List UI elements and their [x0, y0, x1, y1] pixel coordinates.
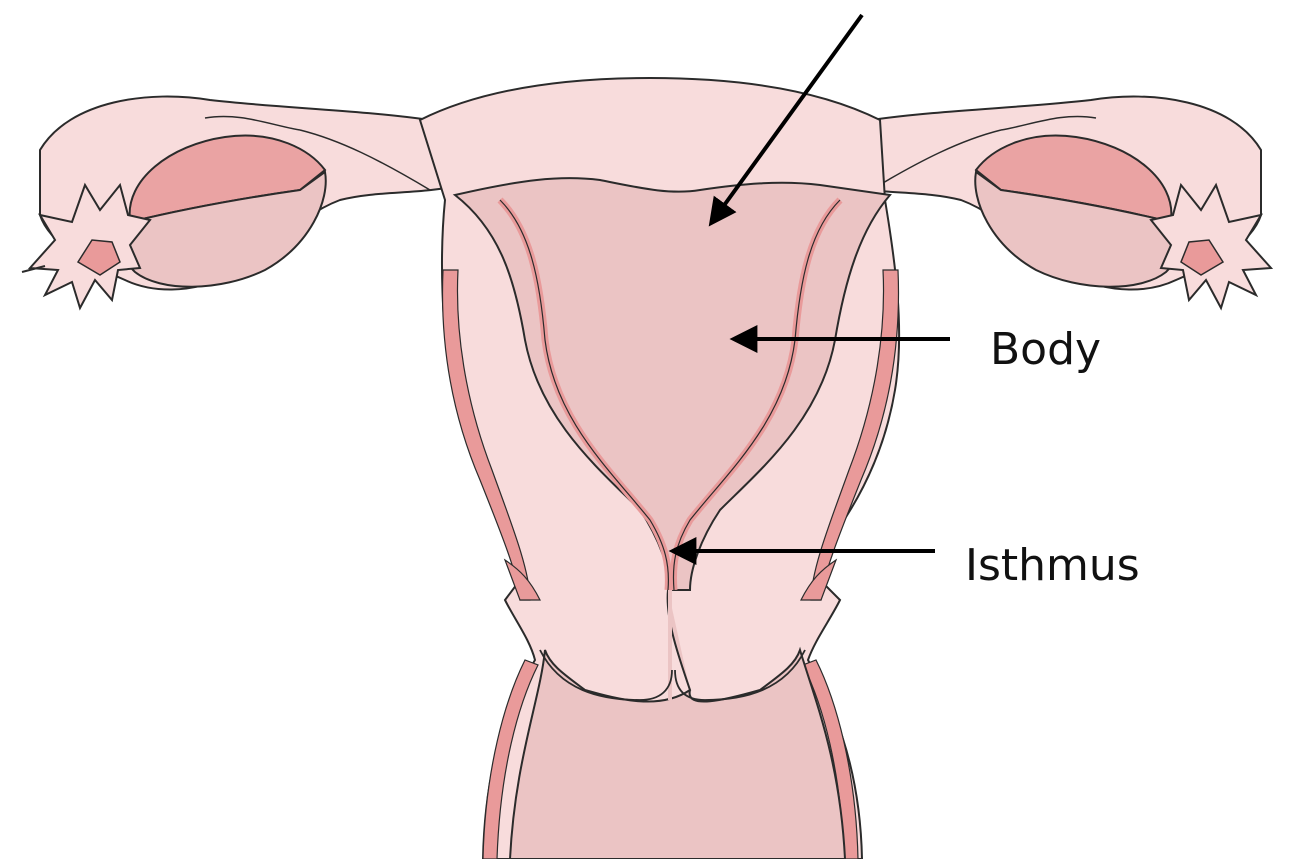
body-label: Body	[990, 324, 1101, 375]
isthmus-label: Isthmus	[965, 540, 1140, 591]
